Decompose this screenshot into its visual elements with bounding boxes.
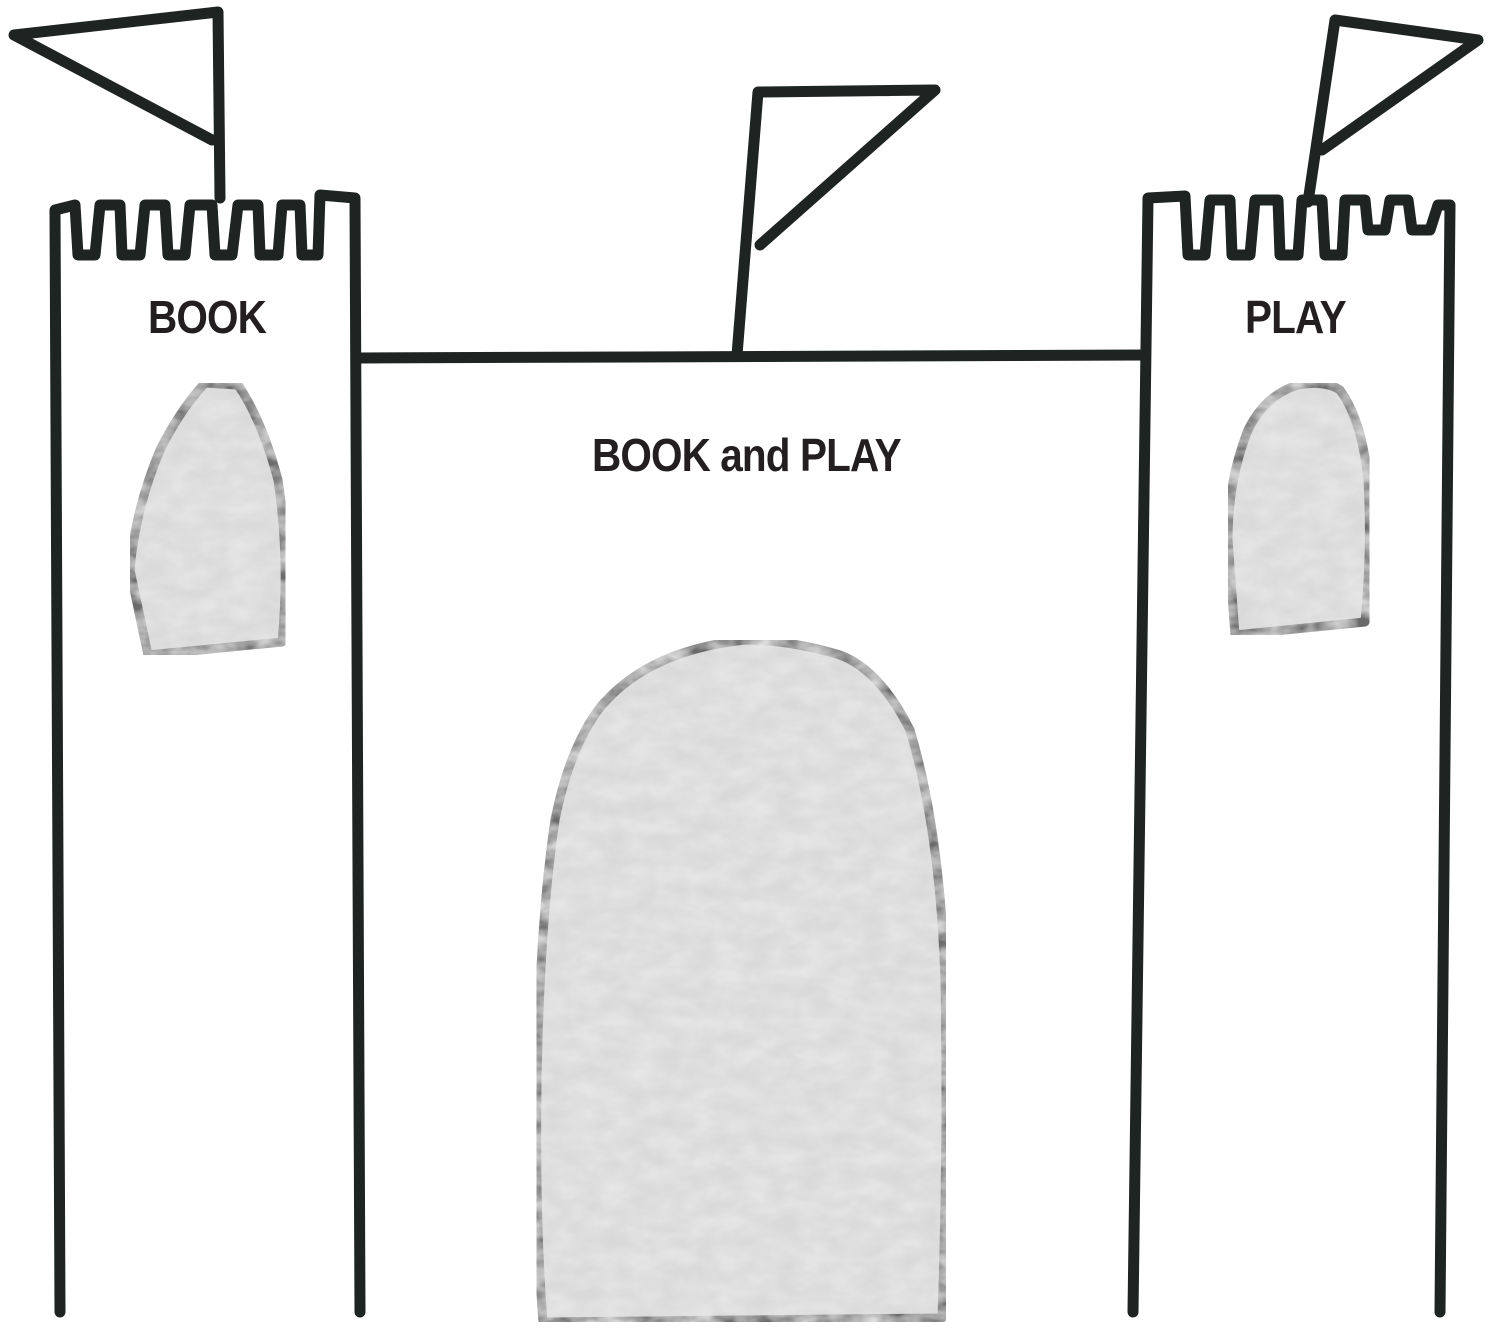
left-window-icon: [130, 383, 285, 655]
left-tower-label: BOOK: [148, 290, 266, 344]
right-flag-icon: [1308, 20, 1478, 202]
right-tower-outline: [1133, 196, 1450, 1312]
right-window-icon: [1228, 383, 1369, 635]
center-wall-label: BOOK and PLAY: [592, 428, 901, 482]
left-flag-icon: [14, 12, 220, 198]
right-tower-label: PLAY: [1245, 290, 1346, 344]
center-wall-top: [360, 355, 1145, 358]
left-tower-outline: [55, 195, 360, 1312]
center-flag-icon: [737, 90, 935, 355]
center-door-icon: [537, 640, 946, 1322]
